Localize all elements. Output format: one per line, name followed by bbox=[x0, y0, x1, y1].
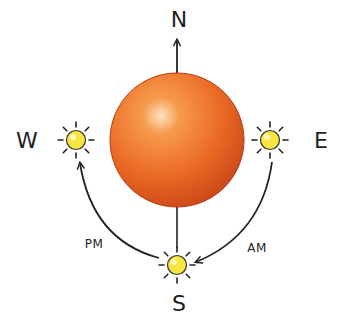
compass-south: S bbox=[172, 293, 186, 315]
north-arrow bbox=[176, 40, 178, 73]
afternoon-label: PM bbox=[85, 238, 104, 250]
compass-west: W bbox=[16, 130, 38, 152]
sun-south bbox=[159, 247, 195, 283]
compass-east: E bbox=[314, 130, 328, 152]
earth-globe bbox=[110, 73, 244, 207]
sun-west bbox=[58, 122, 94, 158]
afternoon-arrow bbox=[80, 163, 159, 258]
south-tick bbox=[176, 207, 178, 248]
compass-north: N bbox=[171, 9, 187, 31]
morning-arrow bbox=[196, 162, 272, 262]
morning-label: AM bbox=[247, 242, 267, 254]
sun-east bbox=[252, 122, 288, 158]
